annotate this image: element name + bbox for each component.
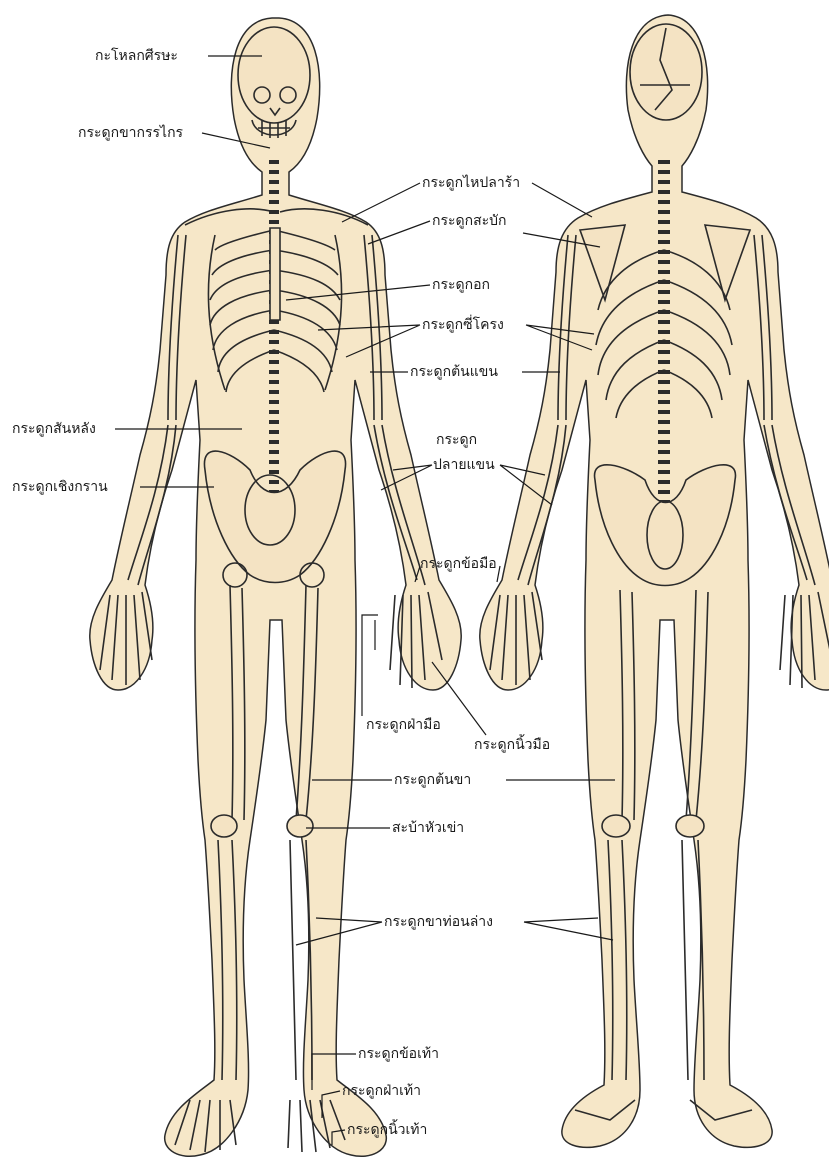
front-body-outline [90,18,461,1156]
label-sternum: กระดูกอก [432,277,490,293]
leader-palm [362,615,378,716]
label-patella: สะบ้าหัวเข่า [392,820,464,836]
label-clavicle: กระดูกไหปลาร้า [422,175,520,191]
label-pelvis: กระดูกเชิงกราน [12,479,108,495]
label-scapula: กระดูกสะบัก [432,213,507,229]
label-forearm-line2: ปลายแขน [433,457,495,473]
label-spine: กระดูกสันหลัง [12,421,96,437]
label-forearm-line1: กระดูก [436,432,477,448]
label-femur: กระดูกต้นขา [394,772,471,788]
label-palm: กระดูกฝ่ามือ [366,717,441,733]
label-finger: กระดูกนิ้วมือ [474,737,550,753]
label-ankle: กระดูกข้อเท้า [358,1046,439,1062]
label-toe: กระดูกนิ้วเท้า [347,1122,427,1138]
label-jaw: กระดูกขากรรไกร [78,125,183,141]
label-sole: กระดูกฝ่าเท้า [342,1083,421,1099]
label-lower-leg: กระดูกขาท่อนล่าง [384,914,493,930]
label-ribs: กระดูกซี่โครง [422,317,504,333]
label-humerus: กระดูกต้นแขน [410,364,498,380]
label-wrist: กระดูกข้อมือ [420,556,497,572]
label-skull: กะโหลกศีรษะ [95,48,178,64]
